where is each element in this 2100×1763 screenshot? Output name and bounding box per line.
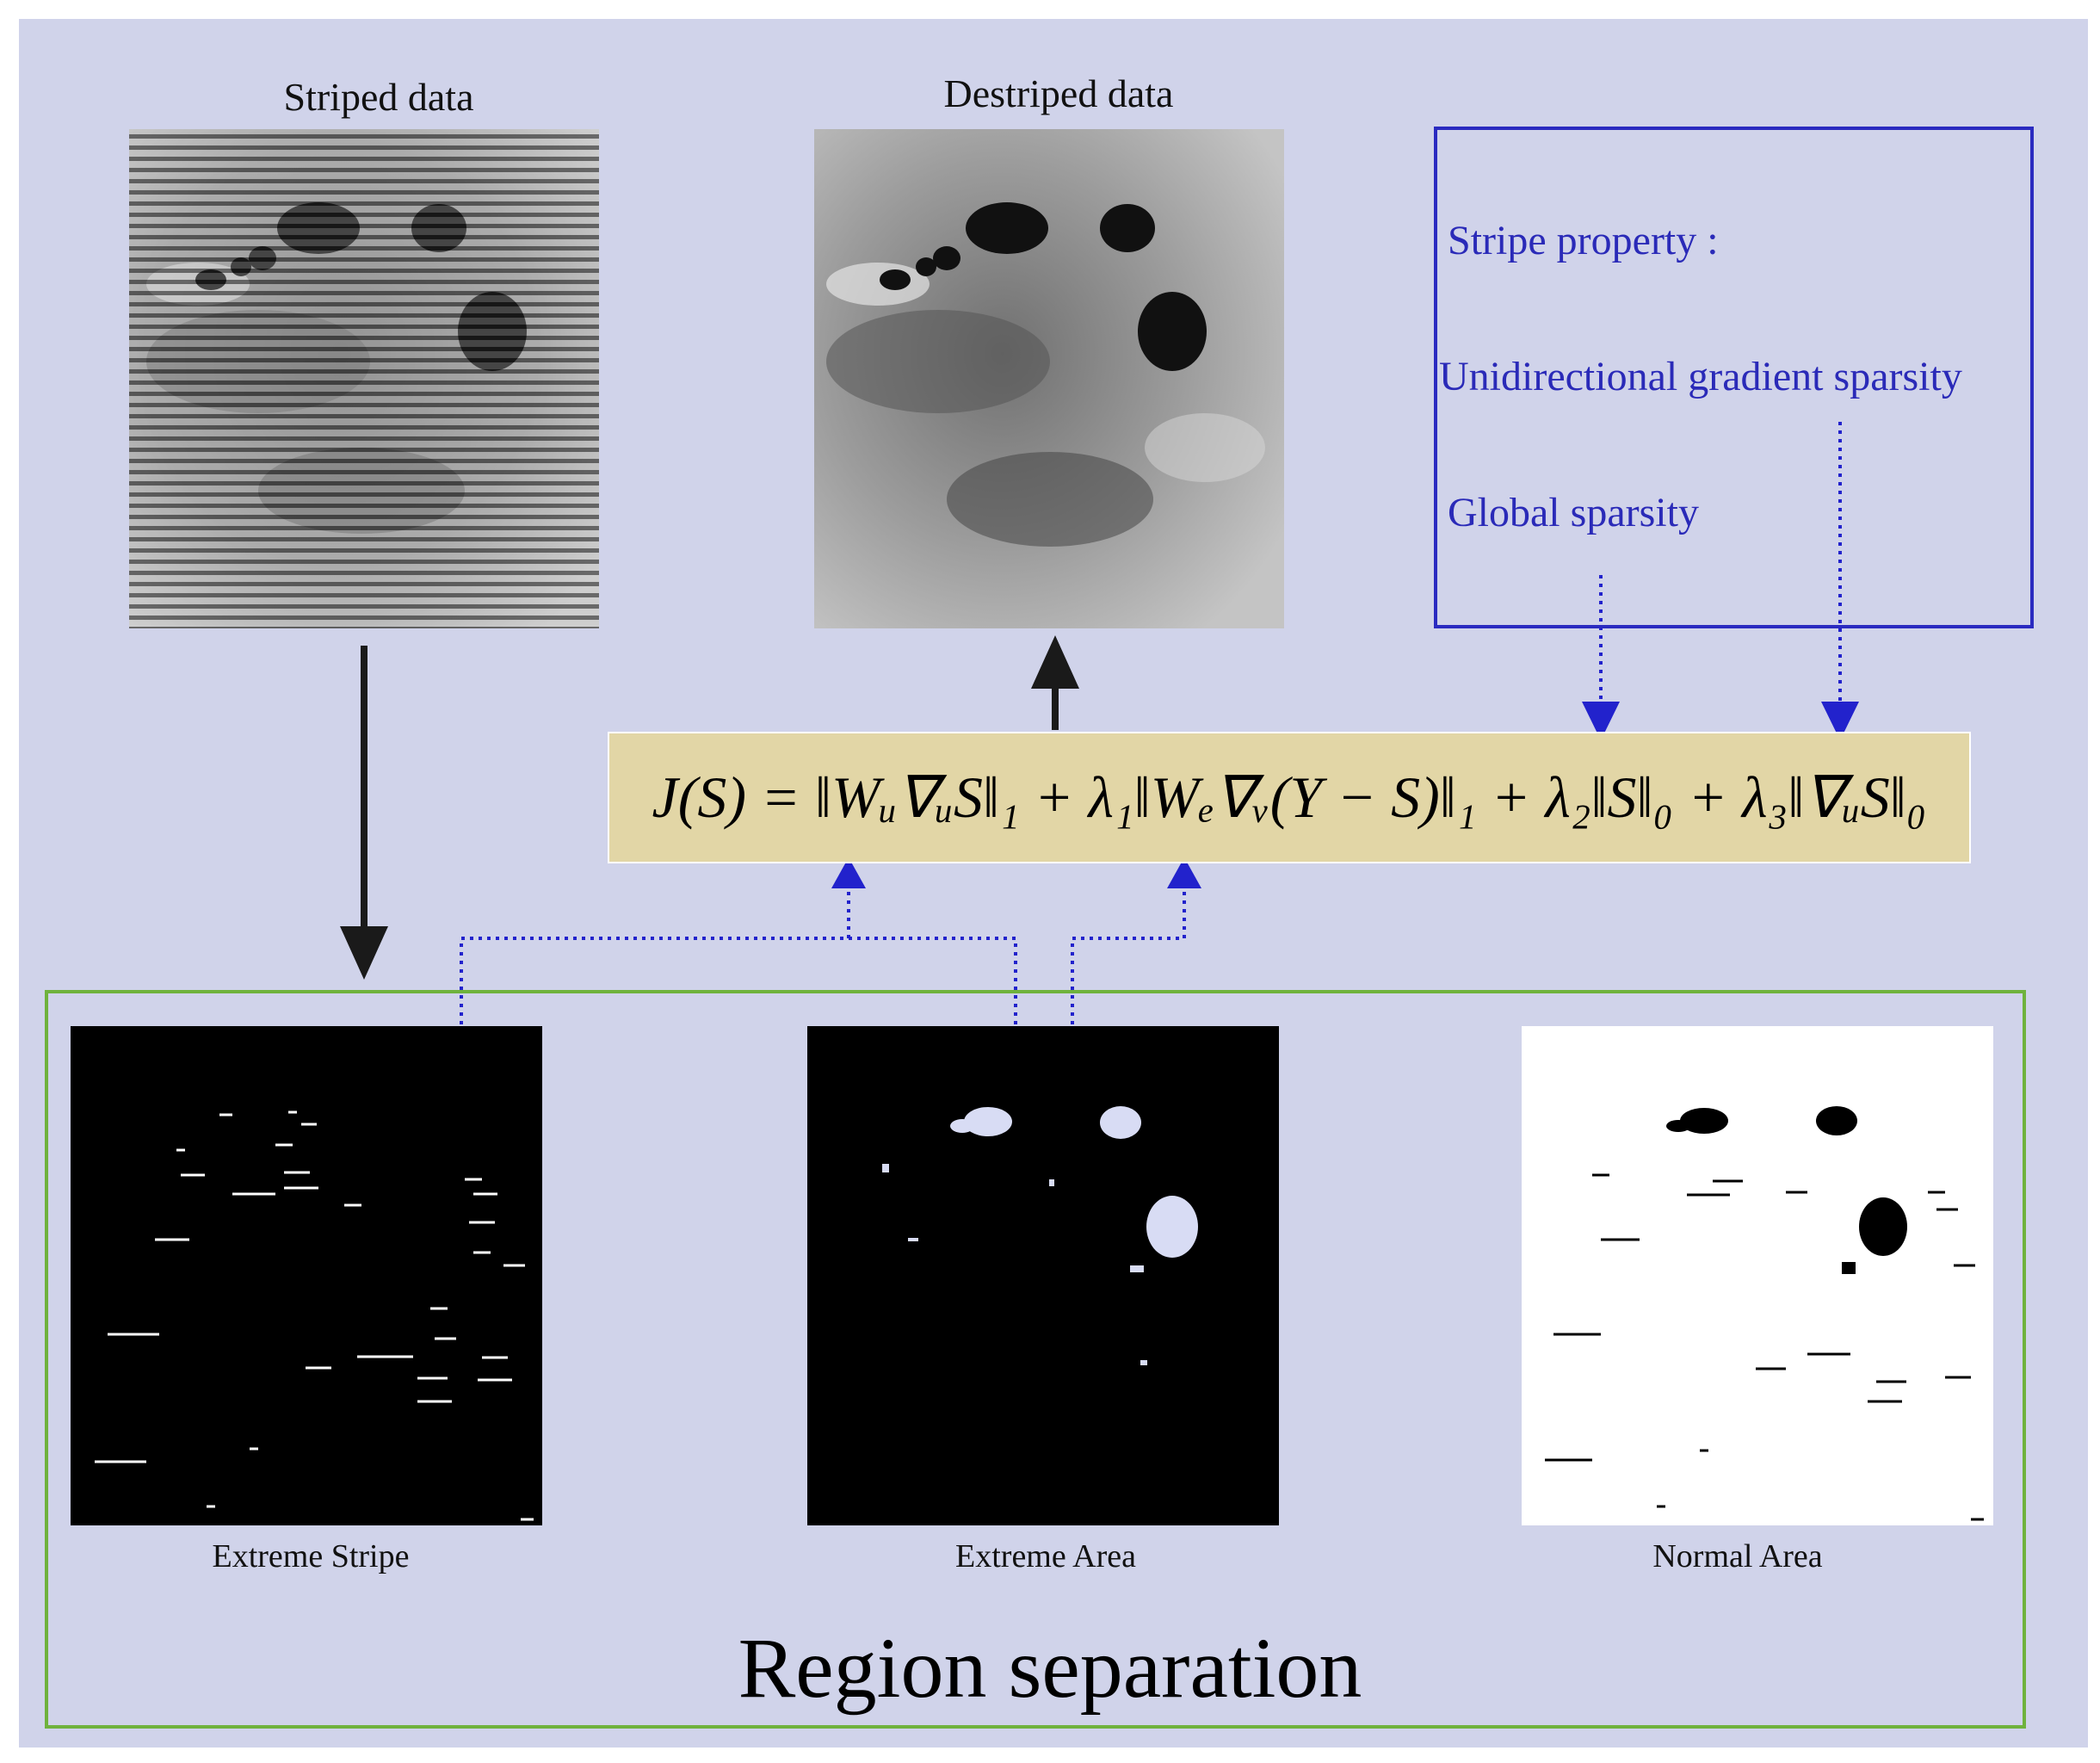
- objective-formula-box: J(S) = ‖Wᵤ∇ᵤS‖₁ + λ₁‖Wₑ∇ᵥ(Y − S)‖₁ + λ₂‖…: [608, 732, 1971, 863]
- striped-to-region-arrow: [340, 646, 388, 980]
- destriped-image: [814, 129, 1284, 628]
- extreme-stripe-caption: Extreme Stripe: [212, 1538, 410, 1574]
- extreme-area-caption: Extreme Area: [955, 1538, 1136, 1574]
- global-sparsity-arrowhead: [1582, 702, 1620, 740]
- striped-image: [129, 129, 599, 628]
- normal-area-map: [1522, 1026, 1993, 1525]
- formula-to-destriped-arrow: [1031, 635, 1079, 730]
- extreme-area-map: [807, 1026, 1279, 1525]
- we-arrowhead: [1167, 857, 1201, 888]
- striped-data-title: Striped data: [283, 75, 474, 119]
- destriped-data-title: Destriped data: [943, 71, 1174, 115]
- weight-connectors: [460, 888, 1186, 1024]
- extreme-stripe-map: [71, 1026, 542, 1525]
- stripe-property-box: [1434, 127, 2034, 628]
- objective-formula: J(S) = ‖Wᵤ∇ᵤS‖₁ + λ₁‖Wₑ∇ᵥ(Y − S)‖₁ + λ₂‖…: [652, 764, 1927, 830]
- wu-arrowhead: [831, 857, 866, 888]
- unidirectional-sparsity-arrowhead: [1821, 702, 1859, 740]
- stripe-property-heading: Stripe property :: [1448, 218, 1719, 263]
- unidirectional-gradient-sparsity-label: Unidirectional gradient sparsity: [1439, 354, 1962, 399]
- region-separation-box: [45, 990, 2026, 1729]
- region-separation-title: Region separation: [738, 1620, 1362, 1716]
- global-sparsity-label: Global sparsity: [1448, 490, 1699, 535]
- normal-area-caption: Normal Area: [1652, 1538, 1823, 1574]
